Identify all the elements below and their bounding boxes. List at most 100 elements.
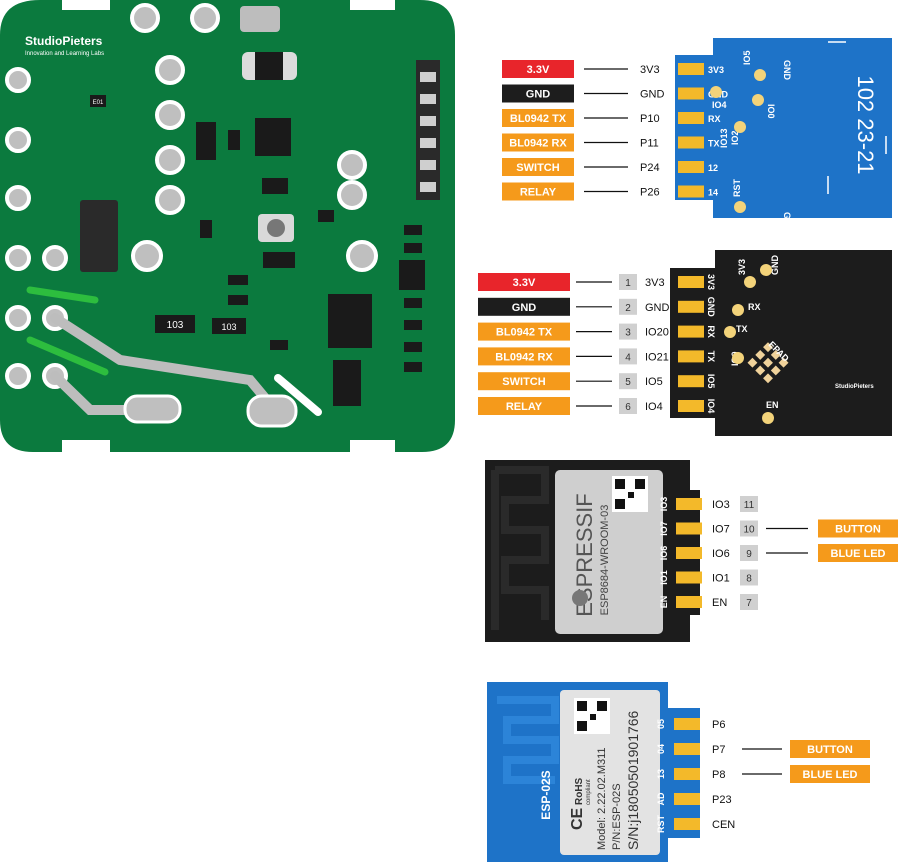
label-text: 3.3V (513, 277, 536, 289)
label-text: BUTTON (835, 524, 881, 536)
label-badge (478, 273, 570, 291)
board-2-black: StudioPieters (670, 250, 892, 436)
rohs-mark: RoHS (574, 777, 585, 805)
label-badge (502, 60, 574, 78)
silk-label: IO0 (766, 104, 776, 119)
pin-number: 1 (625, 278, 631, 289)
label-text: BUTTON (807, 744, 853, 756)
board-1-display: 102 23-21 (853, 75, 878, 174)
via-pad (762, 412, 774, 424)
resistor-label: 103 (221, 322, 236, 332)
label-badge (502, 158, 574, 176)
pin-name: IO7 (712, 524, 730, 536)
label-text: SWITCH (516, 162, 559, 174)
gold-pad (678, 400, 704, 412)
label-badge (478, 322, 570, 341)
pin-name: P24 (640, 162, 660, 174)
pin-name: P7 (712, 744, 725, 756)
label-text: BLUE LED (803, 769, 858, 781)
resistor-label: 103 (167, 320, 184, 331)
label-badge (502, 109, 574, 127)
label-badge (818, 544, 898, 562)
resistor-group: 103 103 E01 (90, 95, 422, 372)
via-pad (760, 264, 772, 276)
label-badge (790, 740, 870, 758)
gold-pad (676, 571, 702, 584)
pin-name: 3V3 (645, 277, 665, 289)
pin-name: CEN (712, 819, 735, 831)
gold-pad (676, 596, 702, 608)
label-text: 3.3V (527, 64, 550, 76)
label-text: BL0942 RX (509, 138, 567, 150)
gold-pad (678, 136, 704, 149)
label-badge (502, 133, 574, 152)
pad-label: IO7 (659, 521, 669, 536)
model-line: Model: 2.22.02.M311 (596, 747, 608, 850)
gold-pad (678, 325, 704, 338)
pin-name: IO21 (645, 351, 669, 363)
pad-label: IO3 (659, 497, 669, 512)
via-pad (732, 304, 744, 316)
via-pad (752, 94, 764, 106)
via-pad (710, 86, 722, 98)
via-pad (754, 69, 766, 81)
pin-number: 5 (625, 377, 631, 388)
board-3-black: ESPRESSIF ESP8684-WROOM-03 (485, 460, 700, 642)
pin-name: P11 (640, 138, 659, 150)
pn-line: P/N:ESP-02S (611, 783, 623, 850)
pad-row-top (5, 3, 378, 389)
gold-pad (678, 161, 704, 173)
module-name: ESP8684-WROOM-03 (599, 505, 611, 616)
pin-number-box (619, 373, 637, 390)
pin-number-box (740, 520, 758, 537)
pin-number: 4 (625, 352, 631, 363)
pin-name: P10 (640, 113, 660, 125)
pin-name: GND (640, 89, 665, 101)
pin-number: 10 (743, 525, 755, 536)
label-text: SWITCH (502, 376, 545, 388)
pin-name: 3V3 (640, 64, 660, 76)
pad-label: RX (706, 325, 716, 338)
pad-label: TX (708, 139, 720, 149)
gold-pad (678, 375, 704, 388)
pad-label: 3V3 (708, 65, 724, 75)
pin-name: P6 (712, 719, 725, 731)
gold-pad (674, 718, 700, 730)
gold-pad (678, 185, 704, 198)
pad-label: AD (656, 792, 666, 805)
board-1-blue: 102 23-21 (675, 38, 892, 218)
pin-name: IO4 (645, 401, 663, 413)
pin-name: IO1 (712, 573, 730, 585)
label-badge (818, 519, 898, 538)
pad-label: RST (656, 814, 666, 833)
gold-pad (678, 300, 704, 313)
label-text: RELAY (520, 187, 557, 199)
pin-name: IO20 (645, 327, 669, 339)
brand-tagline: Innovation and Learning Labs (25, 51, 104, 57)
esp02s-label: ESP-02S (539, 770, 553, 819)
label-text: GND (526, 89, 551, 101)
pin-name: GND (645, 302, 670, 314)
ic-1 (255, 118, 291, 156)
silk-label: 3V3 (737, 259, 747, 275)
gold-pad (674, 768, 700, 780)
pin-name: P23 (712, 794, 732, 806)
gold-pad (676, 498, 702, 510)
pad-label: TX (706, 351, 716, 363)
pin-name: IO3 (712, 499, 730, 511)
pin-number-box (740, 569, 758, 586)
pin-number: 9 (746, 549, 752, 560)
via-pad (734, 201, 746, 213)
gold-pad (674, 743, 700, 755)
board-2-brand: StudioPieters (835, 384, 874, 390)
board-4-blue: ESP-02S CE RoHS compliant Model: 2.22.02… (487, 682, 700, 862)
silk-label: RX (748, 302, 761, 312)
silk-label: GND (770, 255, 780, 276)
pin-name: IO6 (712, 548, 730, 560)
pin-number-box (619, 398, 637, 414)
pad-label: 14 (708, 188, 718, 198)
pin-number: 3 (625, 328, 631, 339)
pin-number-box (740, 594, 758, 610)
slot-pad-left (123, 394, 182, 424)
